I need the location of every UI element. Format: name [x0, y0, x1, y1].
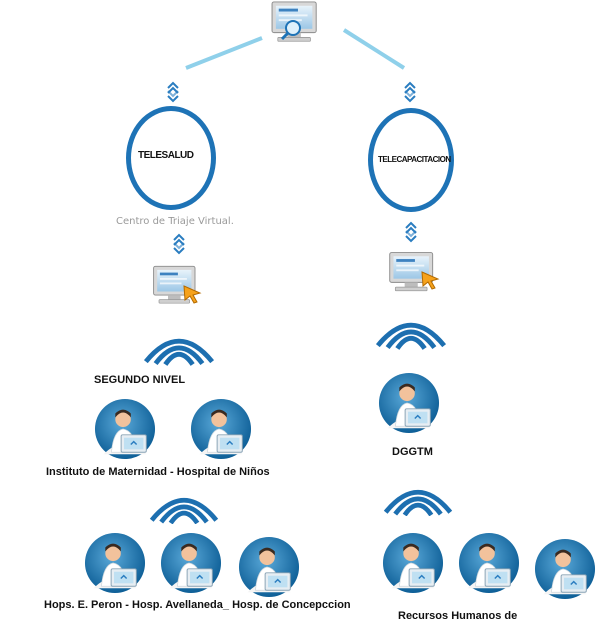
- telesalud-circle: [126, 106, 216, 210]
- doctor-icon: [382, 532, 444, 594]
- doctor-icon: [378, 372, 440, 434]
- central-computer-icon: [271, 1, 317, 42]
- connector-left: [185, 36, 263, 70]
- telecapacitacion-title: TELECAPACITACION: [378, 155, 451, 164]
- double-chevron-icon: [404, 82, 416, 102]
- doctor-icon: [190, 398, 252, 460]
- telesalud-title: TELESALUD: [138, 150, 194, 161]
- recursos-humanos-label: Recursos Humanos de: [398, 610, 518, 622]
- doctor-icon: [160, 532, 222, 594]
- signal-waves-icon: [386, 492, 451, 515]
- dggtm-label: DGGTM: [392, 446, 433, 458]
- computer-icon: [389, 252, 439, 292]
- telesalud-caption: Centro de Triaje Virtual.: [116, 216, 234, 227]
- doctor-icon: [534, 538, 596, 600]
- double-chevron-icon: [405, 222, 417, 242]
- doctor-icon: [94, 398, 156, 460]
- doctor-icon: [238, 536, 300, 598]
- doctor-icon: [84, 532, 146, 594]
- tercer-nivel-hospitals-label: Hops. E. Peron - Hosp. Avellaneda_ Hosp.…: [44, 599, 351, 611]
- segundo-nivel-label: SEGUNDO NIVEL: [94, 374, 186, 386]
- computer-icon: [153, 265, 201, 304]
- connector-right: [342, 28, 406, 70]
- signal-waves-icon: [378, 325, 444, 348]
- signal-waves-icon: [146, 341, 212, 364]
- double-chevron-icon: [167, 82, 179, 102]
- telecapacitacion-circle: [368, 108, 454, 212]
- signal-waves-icon: [152, 500, 217, 523]
- double-chevron-icon: [173, 234, 185, 254]
- doctor-icon: [458, 532, 520, 594]
- segundo-nivel-hospitals-label: Instituto de Maternidad - Hospital de Ni…: [46, 466, 270, 478]
